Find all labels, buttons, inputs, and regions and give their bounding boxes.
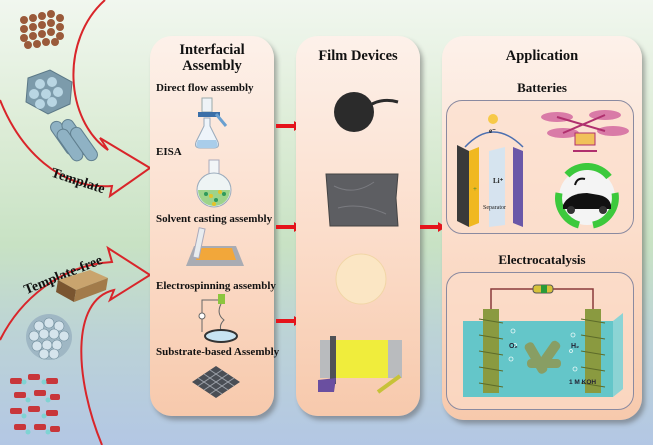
rod-bundle-icon <box>50 119 98 162</box>
casting-plate-icon <box>186 227 244 266</box>
application-title: Application <box>505 48 579 64</box>
hydrogen-label: H₂ <box>571 343 580 350</box>
arrow-assembly-to-film-3 <box>276 316 302 326</box>
assembly-title-line1: Interfacial <box>179 42 245 58</box>
battery-plus-sign: + <box>473 185 477 193</box>
film-title: Film Devices <box>318 48 398 64</box>
black-disc-film-icon <box>334 92 399 132</box>
step-substrate-based: Substrate-based Assembly <box>156 346 280 358</box>
step-direct-flow: Direct flow assembly <box>156 82 254 94</box>
electrocatalysis-box: O₂ H₂ 1 M KOH <box>446 272 634 410</box>
application-panel: Application Batteries + e⁻ Li⁺ Separator <box>442 36 642 420</box>
electrocatalysis-title: Electrocatalysis <box>498 252 586 267</box>
electron-label: e⁻ <box>489 127 496 135</box>
arrow-assembly-to-film-1 <box>276 121 302 131</box>
step-eisa: EISA <box>156 146 182 158</box>
interfacial-assembly-panel: Interfacial Assembly Direct flow assembl… <box>150 36 279 416</box>
lithium-ion-label: Li⁺ <box>493 177 504 185</box>
batteries-title: Batteries <box>517 80 567 95</box>
gray-sheet-film-icon <box>325 173 399 227</box>
step-solvent-casting: Solvent casting assembly <box>156 213 273 225</box>
electrospinning-icon <box>198 294 238 343</box>
assembly-title-line2: Assembly <box>182 58 242 74</box>
battery-cell-icon: + <box>457 114 524 227</box>
template-arrow <box>0 0 152 199</box>
drone-icon <box>541 110 629 152</box>
oxygen-label: O₂ <box>509 343 518 350</box>
electric-car-recycle-icon <box>555 163 619 229</box>
arrow-film-to-application <box>420 222 446 232</box>
electrolyte-label: 1 M KOH <box>569 379 597 386</box>
mof-framework-icon <box>10 374 60 435</box>
wood-block-icon <box>56 270 108 302</box>
template-free-arrow <box>0 245 152 445</box>
filtration-flask-icon <box>195 97 228 149</box>
flow-arrows <box>0 0 152 445</box>
separator-label: Separator <box>483 205 506 211</box>
step-electrospinning: Electrospinning assembly <box>156 280 276 292</box>
nanoparticle-cube-icon <box>20 10 64 49</box>
cream-disc-film-icon <box>335 253 387 305</box>
hexagonal-channel-icon <box>25 69 73 115</box>
arrow-assembly-to-film-2 <box>276 222 302 232</box>
film-devices-panel: Film Devices <box>296 36 420 416</box>
mesh-substrate-icon <box>192 366 240 398</box>
electrolysis-cell-icon <box>463 284 623 397</box>
sphere-cluster-icon <box>26 314 72 360</box>
yellow-roll-film-icon <box>318 336 402 394</box>
batteries-box: + e⁻ Li⁺ Separator <box>446 100 634 234</box>
round-flask-icon <box>196 159 232 208</box>
